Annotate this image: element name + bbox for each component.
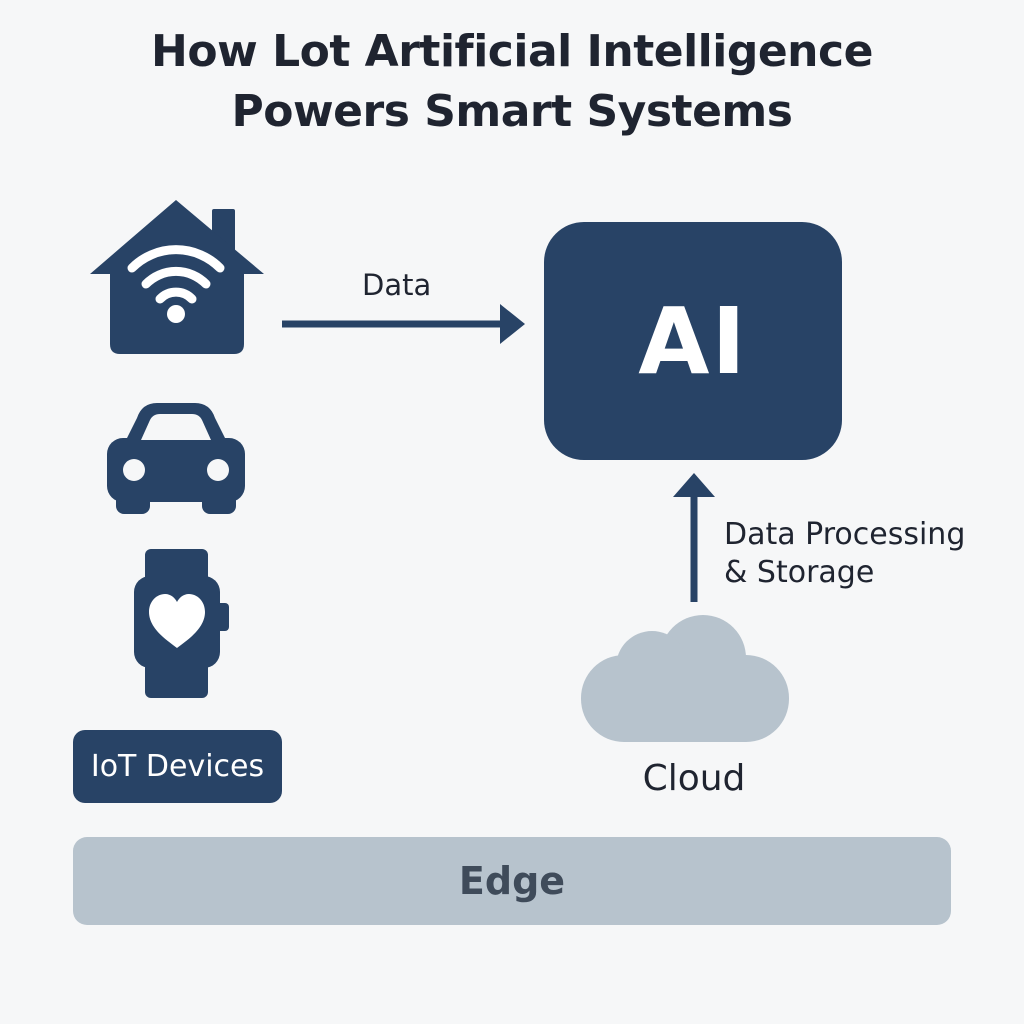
processing-label-line-2: & Storage (724, 555, 875, 591)
processing-arrow-label: Data Processing & Storage (724, 516, 965, 593)
smartwatch-heart-icon (134, 549, 229, 698)
processing-arrow (673, 473, 715, 602)
smart-home-wifi-icon (90, 200, 264, 354)
data-arrow-label: Data (362, 268, 432, 302)
iot-devices-badge: IoT Devices (73, 730, 282, 803)
data-arrow (282, 304, 525, 344)
page-title: How Lot Artificial Intelligence Powers S… (0, 22, 1024, 142)
title-line-2: Powers Smart Systems (231, 85, 793, 137)
processing-label-line-1: Data Processing (724, 517, 966, 552)
edge-bar: Edge (73, 837, 951, 925)
cloud-label: Cloud (642, 758, 746, 799)
iot-devices-label: IoT Devices (90, 749, 265, 784)
ai-box: AI (544, 222, 842, 460)
cloud-icon (581, 615, 789, 742)
edge-label: Edge (458, 859, 566, 903)
title-line-1: How Lot Artificial Intelligence (151, 26, 873, 77)
ai-box-label: AI (638, 287, 748, 395)
car-icon (107, 403, 245, 514)
